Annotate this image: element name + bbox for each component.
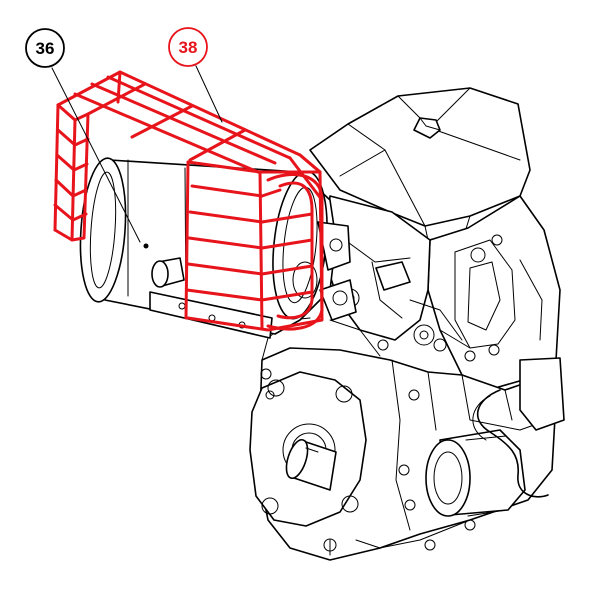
callout-bubble: [25, 28, 65, 68]
callout-36: 36: [25, 28, 141, 243]
callout-label: 36: [36, 39, 55, 58]
wiring-harness: [472, 357, 565, 498]
air-cleaner-cover: [309, 87, 531, 241]
callout-38: 38: [168, 27, 223, 123]
muffler: [79, 157, 357, 339]
output-shaft: [285, 438, 337, 491]
starter-motor: [425, 429, 526, 517]
callout-bubble: [168, 27, 208, 67]
heat-guard-cage: [53, 70, 324, 332]
callout-label: 38: [179, 38, 198, 57]
